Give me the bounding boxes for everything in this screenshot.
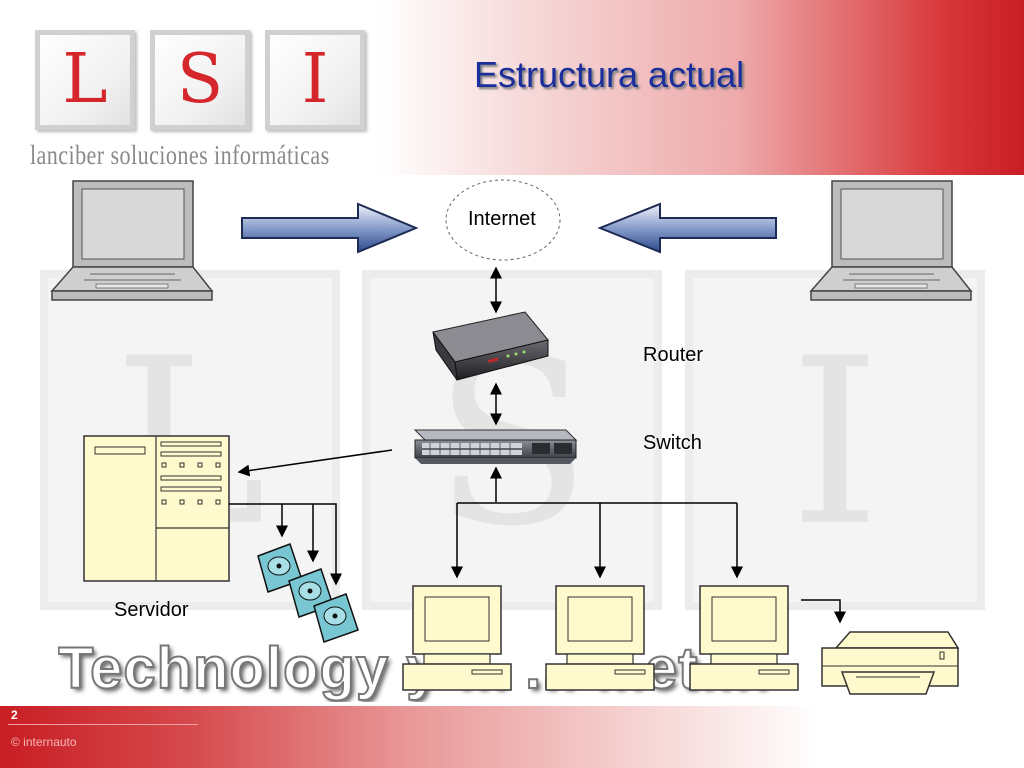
internet-label: Internet <box>468 208 536 230</box>
laptop-right <box>809 180 973 301</box>
company-logo: L S I lanciber soluciones informáticas <box>0 0 378 175</box>
router-device <box>432 311 549 381</box>
workstation-1 <box>402 585 512 691</box>
connector-server-disks <box>229 503 342 586</box>
watermark-box-i <box>685 270 985 610</box>
workstation-3 <box>689 585 799 691</box>
workstation-2 <box>545 585 655 691</box>
logo-box-i: I <box>265 30 365 130</box>
logo-letter-l: L <box>62 40 108 119</box>
server-label: Servidor <box>114 599 189 621</box>
logo-box-l: L <box>35 30 135 130</box>
logo-letter-s: S <box>176 40 224 119</box>
watermark-logo <box>40 270 985 610</box>
logo-tagline: lanciber soluciones informáticas <box>30 140 330 170</box>
connector-switch-workstations <box>451 466 743 579</box>
router-label: Router <box>643 344 704 366</box>
switch-label: Switch <box>643 432 702 454</box>
laptop-left <box>50 180 214 301</box>
logo-box-s: S <box>150 30 250 130</box>
footer-band <box>0 706 1024 768</box>
page-number: 2 <box>11 708 18 722</box>
block-arrow-left-to-internet <box>241 202 419 254</box>
connector-switch-server <box>237 449 393 477</box>
connector-workstation-printer <box>801 599 846 624</box>
hard-disk-3 <box>313 593 359 643</box>
switch-device <box>413 429 578 464</box>
block-arrow-right-to-internet <box>593 200 777 256</box>
footer-divider <box>8 724 198 725</box>
watermark-letter-i: I <box>789 310 881 577</box>
internet-cloud <box>445 179 561 261</box>
printer-device <box>821 631 960 695</box>
copyright-notice: © internauto <box>11 735 77 749</box>
slide-title: Estructura actual <box>474 54 745 95</box>
server-device <box>83 435 230 582</box>
logo-letter-i: I <box>301 40 329 119</box>
